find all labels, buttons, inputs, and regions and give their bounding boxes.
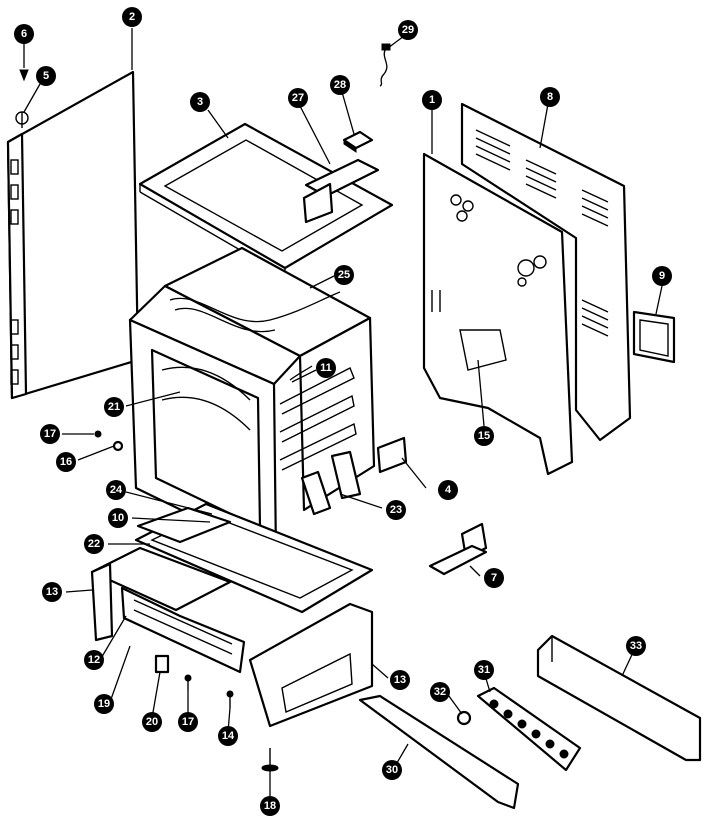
callout-17b: 17	[178, 712, 198, 732]
front-base	[90, 546, 246, 674]
block-28	[342, 130, 374, 153]
svg-text:1: 1	[429, 94, 435, 106]
back-panel	[460, 102, 632, 442]
svg-text:14: 14	[222, 730, 235, 742]
drawer-box	[248, 602, 374, 728]
svg-text:9: 9	[659, 270, 665, 282]
callout-21: 21	[104, 397, 124, 417]
callout-16: 16	[56, 452, 76, 472]
svg-text:15: 15	[478, 430, 490, 442]
wire-29	[379, 43, 391, 87]
top-bracket	[302, 158, 380, 224]
leveling-leg	[261, 748, 279, 772]
callout-24: 24	[106, 480, 126, 500]
callout-7: 7	[484, 568, 504, 588]
callout-14: 14	[218, 726, 238, 746]
callout-23: 23	[386, 500, 406, 520]
svg-text:11: 11	[320, 362, 332, 374]
bracket-4	[376, 436, 408, 474]
svg-text:31: 31	[478, 664, 490, 676]
clip-5	[15, 111, 29, 128]
callout-5: 5	[36, 66, 56, 86]
screw-14	[226, 690, 234, 708]
bracket-7	[428, 522, 488, 576]
svg-text:4: 4	[445, 484, 452, 496]
svg-text:29: 29	[402, 24, 414, 36]
callout-12: 12	[84, 650, 104, 670]
screw-17a	[94, 430, 102, 438]
svg-text:6: 6	[21, 28, 27, 40]
trim-strip	[358, 694, 520, 810]
svg-text:7: 7	[491, 572, 497, 584]
callout-32: 32	[430, 682, 450, 702]
svg-text:33: 33	[630, 640, 642, 652]
knob-32	[456, 710, 472, 726]
svg-text:10: 10	[112, 512, 124, 524]
box-9	[632, 310, 676, 364]
svg-text:12: 12	[88, 654, 100, 666]
callout-29: 29	[398, 20, 418, 40]
callout-30: 30	[382, 760, 402, 780]
callout-22: 22	[84, 534, 104, 554]
oven-cavity	[128, 246, 376, 558]
svg-text:22: 22	[88, 538, 100, 550]
callout-18: 18	[260, 796, 280, 816]
svg-text:21: 21	[108, 401, 120, 413]
svg-text:24: 24	[110, 484, 123, 496]
callout-11: 11	[316, 358, 336, 378]
rear-panel	[422, 152, 574, 476]
screw-17b	[184, 674, 192, 690]
svg-text:32: 32	[434, 686, 446, 698]
bottom-plate	[134, 502, 374, 614]
svg-text:8: 8	[547, 91, 553, 103]
callout-28: 28	[330, 75, 350, 95]
svg-text:23: 23	[390, 504, 402, 516]
callout-8: 8	[540, 87, 560, 107]
svg-text:3: 3	[197, 96, 203, 108]
callout-2: 2	[122, 7, 142, 27]
svg-text:5: 5	[43, 70, 49, 82]
callout-13a: 13	[42, 582, 62, 602]
callout-13b: 13	[390, 670, 410, 690]
bracket-23	[300, 450, 362, 516]
callout-17a: 17	[40, 424, 60, 444]
callout-25: 25	[334, 265, 354, 285]
callout-33: 33	[626, 636, 646, 656]
channel-33	[536, 634, 702, 762]
side-panel	[6, 70, 140, 400]
clip-20	[154, 654, 170, 674]
callout-6: 6	[14, 24, 34, 44]
callout-10: 10	[108, 508, 128, 528]
callout-19: 19	[94, 694, 114, 714]
control-panel	[476, 686, 582, 772]
svg-text:30: 30	[386, 764, 398, 776]
svg-text:13: 13	[46, 586, 58, 598]
callout-27: 27	[288, 88, 308, 108]
callout-20: 20	[142, 712, 162, 732]
svg-text:18: 18	[264, 800, 276, 812]
svg-text:17: 17	[44, 428, 56, 440]
svg-text:20: 20	[146, 716, 158, 728]
nut-16	[112, 440, 124, 452]
svg-text:13: 13	[394, 674, 406, 686]
svg-text:27: 27	[292, 92, 304, 104]
svg-text:2: 2	[129, 11, 135, 23]
callout-1: 1	[422, 90, 442, 110]
screw-6	[19, 69, 29, 82]
svg-text:25: 25	[338, 269, 350, 281]
callout-31: 31	[474, 660, 494, 680]
svg-text:19: 19	[98, 698, 110, 710]
callout-15: 15	[474, 426, 494, 446]
callout-4: 4	[438, 480, 458, 500]
svg-text:17: 17	[182, 716, 194, 728]
callout-9: 9	[652, 266, 672, 286]
svg-text:16: 16	[60, 456, 72, 468]
svg-text:28: 28	[334, 79, 346, 91]
callout-3: 3	[190, 92, 210, 112]
